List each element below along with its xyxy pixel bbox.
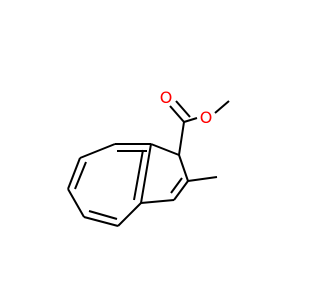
bond-ring7-3-inner <box>74 161 87 190</box>
bond-carbonyl-carbon <box>178 121 185 156</box>
bond-ring7-5 <box>83 216 119 227</box>
bond-ring7-2 <box>79 143 116 159</box>
bond-methyl <box>187 176 218 182</box>
bond-ring7-5-inner <box>88 210 118 220</box>
molecule-structure: O O <box>67 88 230 227</box>
bond-ring5-3-inner <box>170 177 183 194</box>
oxygen-carbonyl-label: O <box>160 88 173 107</box>
oxygen-ester-label: O <box>200 108 213 127</box>
molecule-canvas: O O <box>67 88 230 227</box>
bond-carbonyl-double-a <box>169 105 185 123</box>
bond-ring7-7 <box>140 143 152 204</box>
bond-ring5-1 <box>150 143 180 156</box>
bond-ring7-7-inner <box>133 149 144 201</box>
bond-ring5-3 <box>173 180 189 201</box>
bond-ring5-4 <box>140 199 175 204</box>
bond-carbonyl-double-b <box>175 100 191 118</box>
bond-ester-o <box>183 117 198 123</box>
bond-ring7-6 <box>117 202 142 227</box>
bond-ring5-2 <box>178 154 189 182</box>
bond-ring7-3 <box>67 157 81 190</box>
bond-ring7-4 <box>67 188 85 218</box>
bond-o-methyl <box>214 100 230 114</box>
